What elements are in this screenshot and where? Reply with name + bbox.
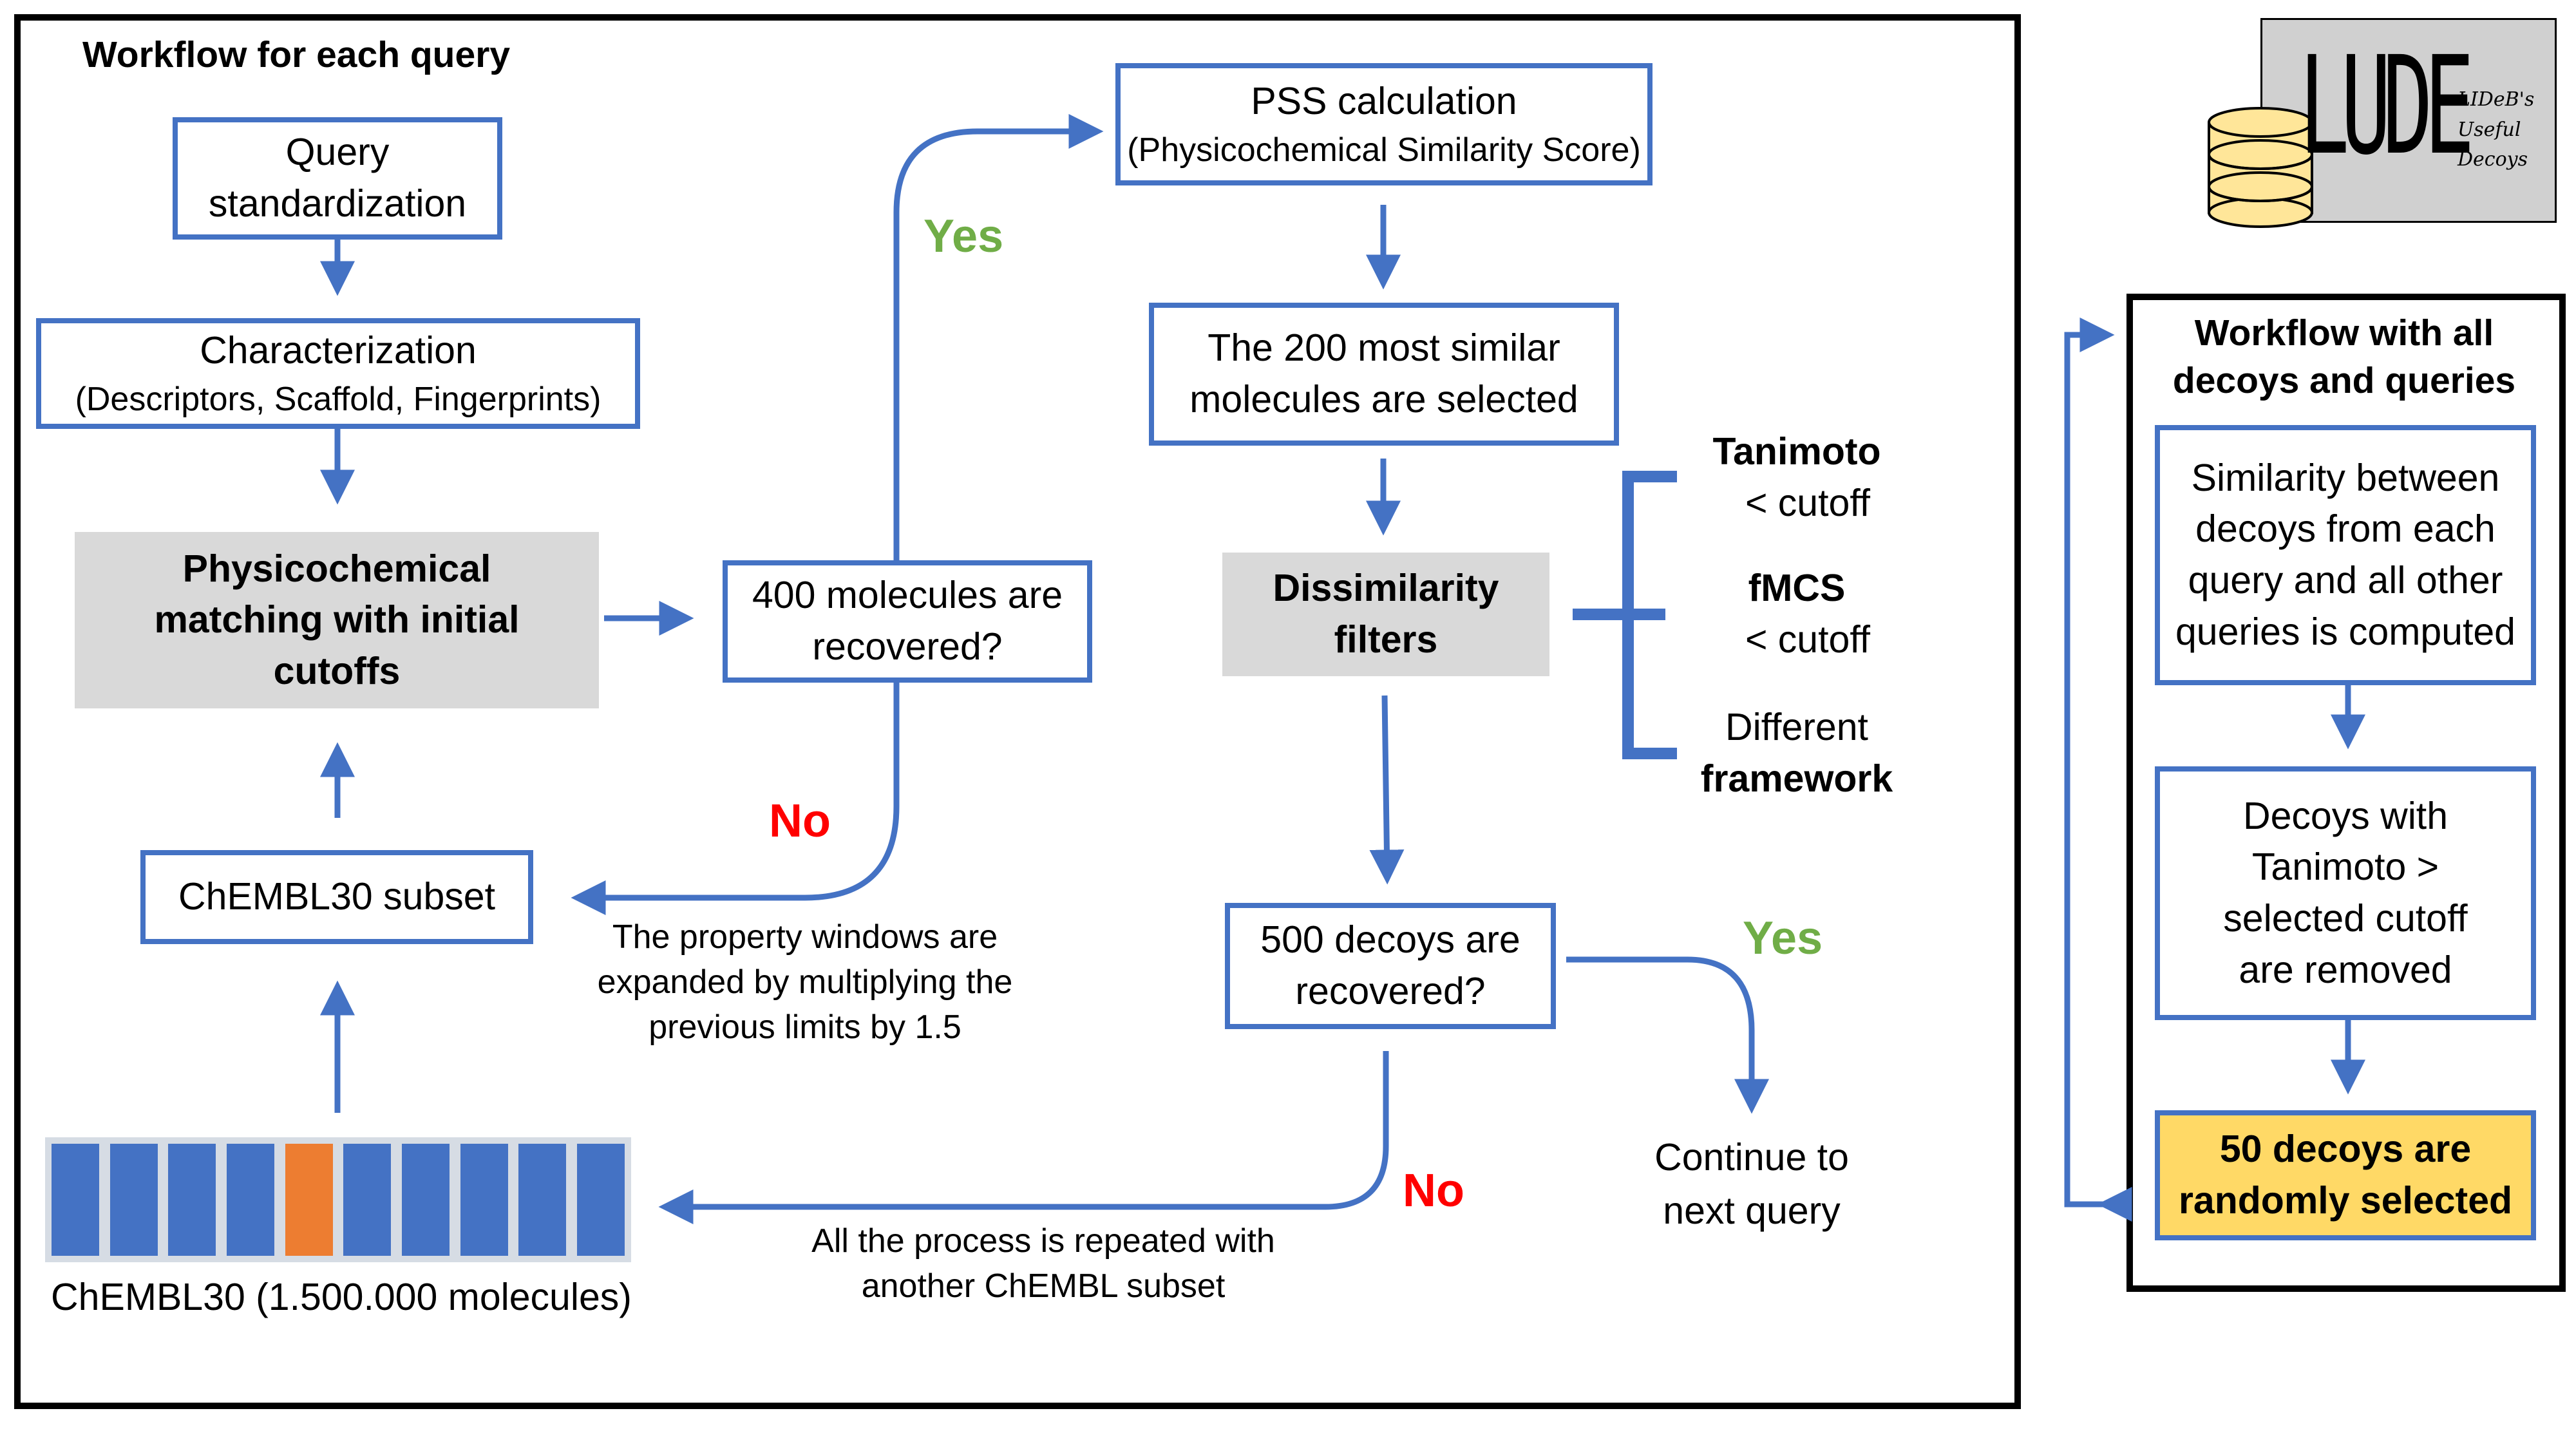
characterization-line1: Characterization xyxy=(200,329,477,372)
filter-tanimoto: Tanimoto < cutoff xyxy=(1674,426,1919,529)
expand-windows-note: The property windows are expanded by mul… xyxy=(567,914,1043,1050)
main-panel-title: Workflow for each query xyxy=(82,34,511,75)
filter-fmcs: fMCS < cutoff xyxy=(1674,563,1919,665)
chembl-subset-block xyxy=(343,1144,392,1256)
chembl-subset-block xyxy=(576,1144,625,1256)
arrow-icon xyxy=(571,683,900,915)
no-label-400: No xyxy=(769,795,831,847)
logo-tagline-line3: Decoys xyxy=(2458,148,2528,171)
characterization-line2: (Descriptors, Scaffold, Fingerprints) xyxy=(75,380,601,418)
no-label-500: No xyxy=(1403,1165,1464,1217)
dissimilarity-filters-box: Dissimilarity filters xyxy=(1222,553,1549,676)
continue-line2: next query xyxy=(1663,1189,1841,1232)
recovered-500-line1: 500 decoys are xyxy=(1260,918,1520,961)
physicochemical-matching-box: Physicochemical matching with initial cu… xyxy=(75,532,599,708)
random-selected-box: 50 decoys are randomly selected xyxy=(2155,1110,2536,1240)
chembl-subset-box: ChEMBL30 subset xyxy=(140,850,533,944)
yes-label-500: Yes xyxy=(1743,913,1823,964)
most-similar-line2: molecules are selected xyxy=(1189,378,1578,421)
characterization-box: Characterization (Descriptors, Scaffold,… xyxy=(36,318,640,429)
chembl-subset-block xyxy=(401,1144,450,1256)
lude-logo: LUDE LIDeB's Useful Decoys xyxy=(2202,13,2563,228)
chembl-subset-block xyxy=(226,1144,274,1256)
decoys-removed-line3: selected cutoff xyxy=(2223,897,2468,940)
recovered-500-line2: recovered? xyxy=(1295,970,1486,1012)
most-similar-line1: The 200 most similar xyxy=(1208,327,1560,370)
arrow-icon xyxy=(1566,956,1769,1114)
similarity-line1: Similarity between xyxy=(2191,456,2500,499)
continue-line1: Continue to xyxy=(1654,1136,1849,1179)
main-workflow-panel xyxy=(14,14,2021,1409)
query-standardization-box: Query standardization xyxy=(173,117,502,240)
decoys-removed-line4: are removed xyxy=(2239,948,2452,991)
logo-tagline-line1: LIDeB's xyxy=(2458,88,2535,111)
similarity-line3: query and all other xyxy=(2188,559,2503,601)
random-selected-line2: randomly selected xyxy=(2178,1179,2513,1222)
repeat-note-line1: All the process is repeated with xyxy=(811,1222,1275,1260)
recovered-400-box: 400 molecules are recovered? xyxy=(723,560,1092,683)
filter-tanimoto-name: Tanimoto xyxy=(1712,430,1881,473)
side-title-line1: Workflow with all xyxy=(2194,312,2494,354)
physchem-line1: Physicochemical xyxy=(182,547,491,590)
physchem-line3: cutoffs xyxy=(273,649,401,692)
dissimilarity-line2: filters xyxy=(1334,618,1438,661)
recovered-400-line2: recovered? xyxy=(812,625,1003,668)
side-title-line2: decoys and queries xyxy=(2172,360,2516,402)
filters-bracket xyxy=(1573,471,1677,759)
filter-fmcs-rule: < cutoff xyxy=(1745,618,1871,661)
double-arrow-icon xyxy=(2064,317,2132,1222)
repeat-note-line2: another ChEMBL subset xyxy=(861,1267,1226,1305)
arrow-icon xyxy=(893,114,1104,560)
filter-tanimoto-rule: < cutoff xyxy=(1745,481,1871,524)
logo-word: LUDE xyxy=(2299,27,2475,185)
query-standardization-line1: Query xyxy=(285,131,390,174)
decoys-removed-line1: Decoys with xyxy=(2242,794,2448,837)
side-panel-title: Workflow with all decoys and queries xyxy=(2145,309,2544,404)
random-selected-line1: 50 decoys are xyxy=(2219,1128,2472,1171)
physchem-line2: matching with initial xyxy=(154,598,520,641)
chembl-subset-block xyxy=(52,1144,99,1256)
expand-note-line2: expanded by multiplying the xyxy=(597,963,1013,1001)
arrow-icon xyxy=(1369,695,1405,885)
recovered-400-line1: 400 molecules are xyxy=(752,574,1063,617)
pss-calculation-box: PSS calculation (Physicochemical Similar… xyxy=(1115,63,1653,185)
chembl-database-label: ChEMBL30 (1.500.000 molecules) xyxy=(51,1276,632,1318)
expand-note-line3: previous limits by 1.5 xyxy=(649,1009,961,1046)
filter-framework-line1: Different xyxy=(1725,706,1868,748)
similarity-line2: decoys from each xyxy=(2195,507,2496,551)
chembl-database-bar xyxy=(45,1137,631,1262)
logo-tagline: LIDeB's Useful Decoys xyxy=(2458,85,2534,175)
pss-line2: (Physicochemical Similarity Score) xyxy=(1127,131,1641,169)
chembl-subset-block xyxy=(460,1144,508,1256)
chembl-subset-block xyxy=(109,1144,158,1256)
continue-next-query: Continue to next query xyxy=(1610,1131,1893,1237)
chembl-subset-block xyxy=(168,1144,216,1256)
filter-framework: Different framework xyxy=(1674,702,1919,804)
filter-framework-line2: framework xyxy=(1700,757,1893,800)
repeat-process-note: All the process is repeated with another… xyxy=(760,1218,1327,1309)
decoys-removed-box: Decoys with Tanimoto > selected cutoff a… xyxy=(2155,766,2536,1020)
most-similar-box: The 200 most similar molecules are selec… xyxy=(1149,303,1619,446)
similarity-line4: queries is computed xyxy=(2175,610,2515,653)
arrow-icon xyxy=(658,1051,1389,1224)
database-icon xyxy=(2208,107,2313,228)
filter-fmcs-name: fMCS xyxy=(1748,567,1846,609)
dissimilarity-line1: Dissimilarity xyxy=(1273,567,1499,610)
expand-note-line1: The property windows are xyxy=(612,918,998,956)
decoys-removed-line2: Tanimoto > xyxy=(2251,846,2439,889)
chembl-subset-block-selected xyxy=(285,1144,333,1256)
yes-label-400: Yes xyxy=(923,211,1004,262)
recovered-500-box: 500 decoys are recovered? xyxy=(1225,903,1556,1029)
pss-line1: PSS calculation xyxy=(1251,80,1517,123)
logo-tagline-line2: Useful xyxy=(2458,118,2521,141)
chembl-subset-label: ChEMBL30 subset xyxy=(178,875,495,918)
query-standardization-line2: standardization xyxy=(208,182,467,225)
similarity-box: Similarity between decoys from each quer… xyxy=(2155,425,2536,685)
chembl-subset-block xyxy=(518,1144,567,1256)
